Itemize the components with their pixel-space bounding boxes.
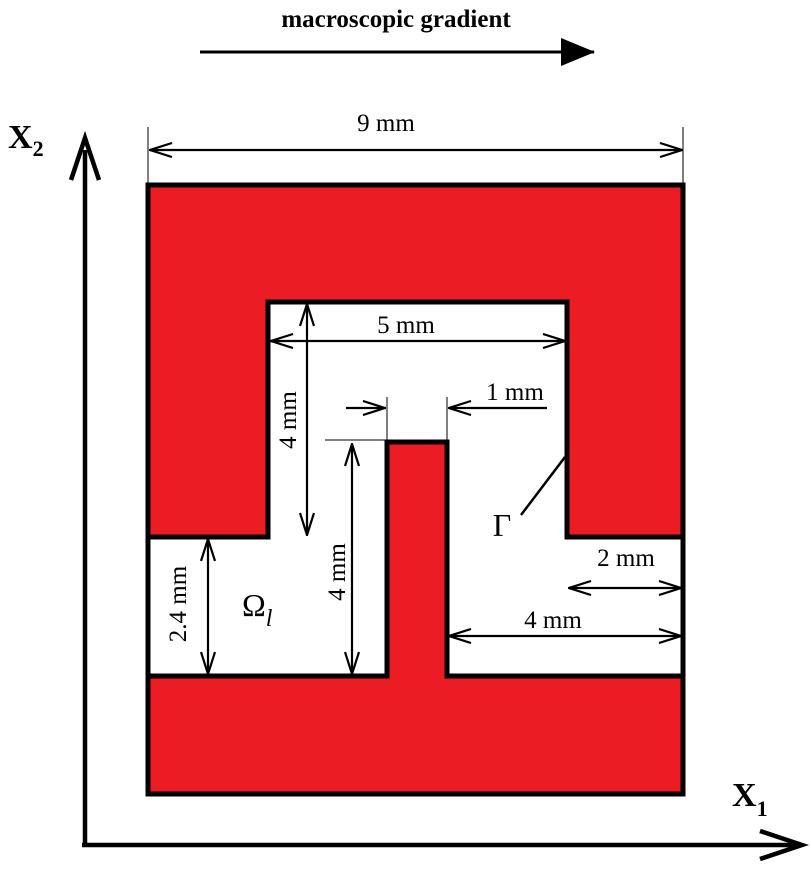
interface-label: Γ — [493, 507, 512, 543]
x1-axis — [82, 828, 810, 862]
x2-axis-label: X2 — [8, 119, 44, 161]
right-notch-label: 2 mm — [597, 545, 655, 572]
upper-height-label: 4 mm — [275, 391, 302, 449]
x2-axis-label-sub: 2 — [33, 136, 44, 161]
right-channel-label: 4 mm — [524, 607, 582, 634]
x1-axis-label: X1 — [732, 777, 768, 821]
inner-width-label: 5 mm — [377, 312, 435, 339]
lower-height-label: 2.4 mm — [165, 565, 192, 642]
x1-axis-label-main: X — [732, 777, 757, 814]
domain-label-main: Ω — [242, 587, 266, 623]
x2-axis — [68, 130, 102, 845]
domain-label-sub: l — [266, 606, 273, 632]
center-height-label: 4 mm — [324, 543, 351, 601]
interface-leader — [520, 456, 566, 516]
domain-label: Ωl — [242, 587, 273, 632]
x2-axis-label-main: X — [8, 119, 33, 156]
overall-width-label: 9 mm — [357, 110, 415, 137]
gap-label: 1 mm — [486, 379, 544, 406]
x1-axis-label-sub: 1 — [757, 796, 768, 821]
gradient-title: macroscopic gradient — [281, 6, 511, 33]
outer-boundary — [145, 182, 686, 797]
